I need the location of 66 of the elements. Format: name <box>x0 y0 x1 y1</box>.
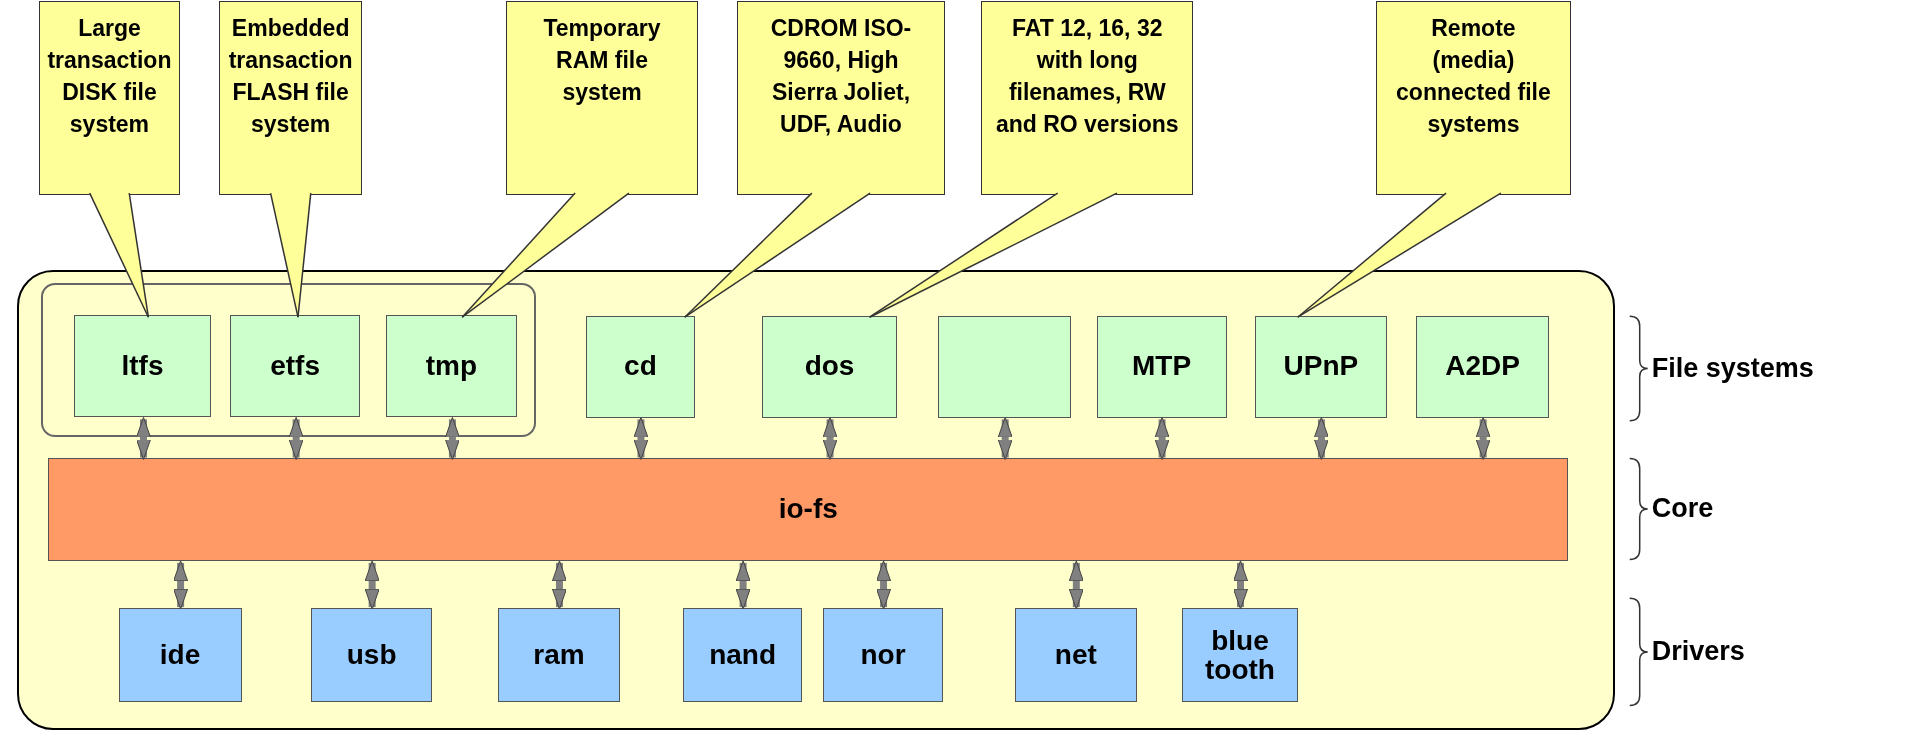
double-arrow <box>1475 416 1491 460</box>
node-label: ram <box>533 640 585 670</box>
node-label: UPnP <box>1283 351 1359 383</box>
driver-box <box>822 607 944 703</box>
callout-box <box>1375 1 1572 195</box>
file-system-box <box>938 315 1071 418</box>
double-arrow <box>136 416 151 460</box>
node-label: blue tooth <box>1204 625 1276 685</box>
node-label: FAT 12, 16, 32 with long filenames, RW and RO versions <box>994 14 1180 140</box>
node-label: cd <box>624 351 657 383</box>
node-label: Large transaction DISK file system <box>46 14 173 140</box>
double-arrow <box>876 560 892 610</box>
double-arrow <box>444 416 460 460</box>
double-arrow <box>1068 560 1084 610</box>
driver-box <box>498 607 620 703</box>
callout-box <box>737 1 945 195</box>
layer-label: Core <box>1651 492 1714 524</box>
node-label: net <box>1054 640 1097 670</box>
node-label: A2DP <box>1445 351 1520 383</box>
driver-box <box>683 607 803 703</box>
file-system-box <box>74 315 211 418</box>
double-arrow <box>822 416 838 460</box>
node-label: Remote (media) connected file systems <box>1395 14 1552 140</box>
node-label: CDROM ISO-9660, High Sierra Joliet, UDF, Audio <box>769 14 913 140</box>
double-arrow <box>1313 416 1329 460</box>
node-label: Embedded transaction FLASH file system <box>227 14 354 140</box>
callout-box <box>38 1 180 195</box>
node-label: io-fs <box>778 494 838 526</box>
file-system-box <box>1416 315 1549 418</box>
callout-box <box>218 1 363 195</box>
core-bar <box>48 458 1569 562</box>
double-arrow <box>735 560 751 610</box>
double-arrow <box>551 560 567 610</box>
callout-box <box>981 1 1194 195</box>
node-label: Temporary RAM file system <box>542 14 662 108</box>
double-arrow <box>633 416 649 460</box>
node-label: nand <box>709 640 776 670</box>
double-arrow <box>997 416 1013 460</box>
node-label: nor <box>860 640 906 670</box>
file-system-box <box>585 315 696 418</box>
double-arrow <box>364 560 380 610</box>
layer-label: Drivers <box>1651 635 1745 667</box>
file-system-box <box>385 315 518 418</box>
node-label: etfs <box>270 350 320 382</box>
node-label: dos <box>804 351 855 383</box>
node-label: ltfs <box>121 350 164 382</box>
file-system-box <box>1096 315 1227 418</box>
double-arrow <box>1233 560 1248 610</box>
node-label: usb <box>346 640 397 670</box>
driver-box <box>118 607 242 703</box>
driver-box <box>1181 607 1299 703</box>
file-system-box <box>230 315 361 418</box>
double-arrow <box>1154 416 1170 460</box>
layer-label: File systems <box>1651 352 1814 384</box>
callout-box <box>505 1 699 195</box>
driver-box <box>1015 607 1137 703</box>
node-label: tmp <box>425 350 478 382</box>
file-system-box <box>1254 315 1388 418</box>
node-label: MTP <box>1132 351 1192 383</box>
node-label: ide <box>159 640 201 670</box>
double-arrow <box>173 560 189 610</box>
double-arrow <box>288 416 304 460</box>
file-system-box <box>762 315 897 418</box>
driver-box <box>310 607 433 703</box>
system-panel <box>17 270 1616 730</box>
group-frame <box>40 282 536 438</box>
